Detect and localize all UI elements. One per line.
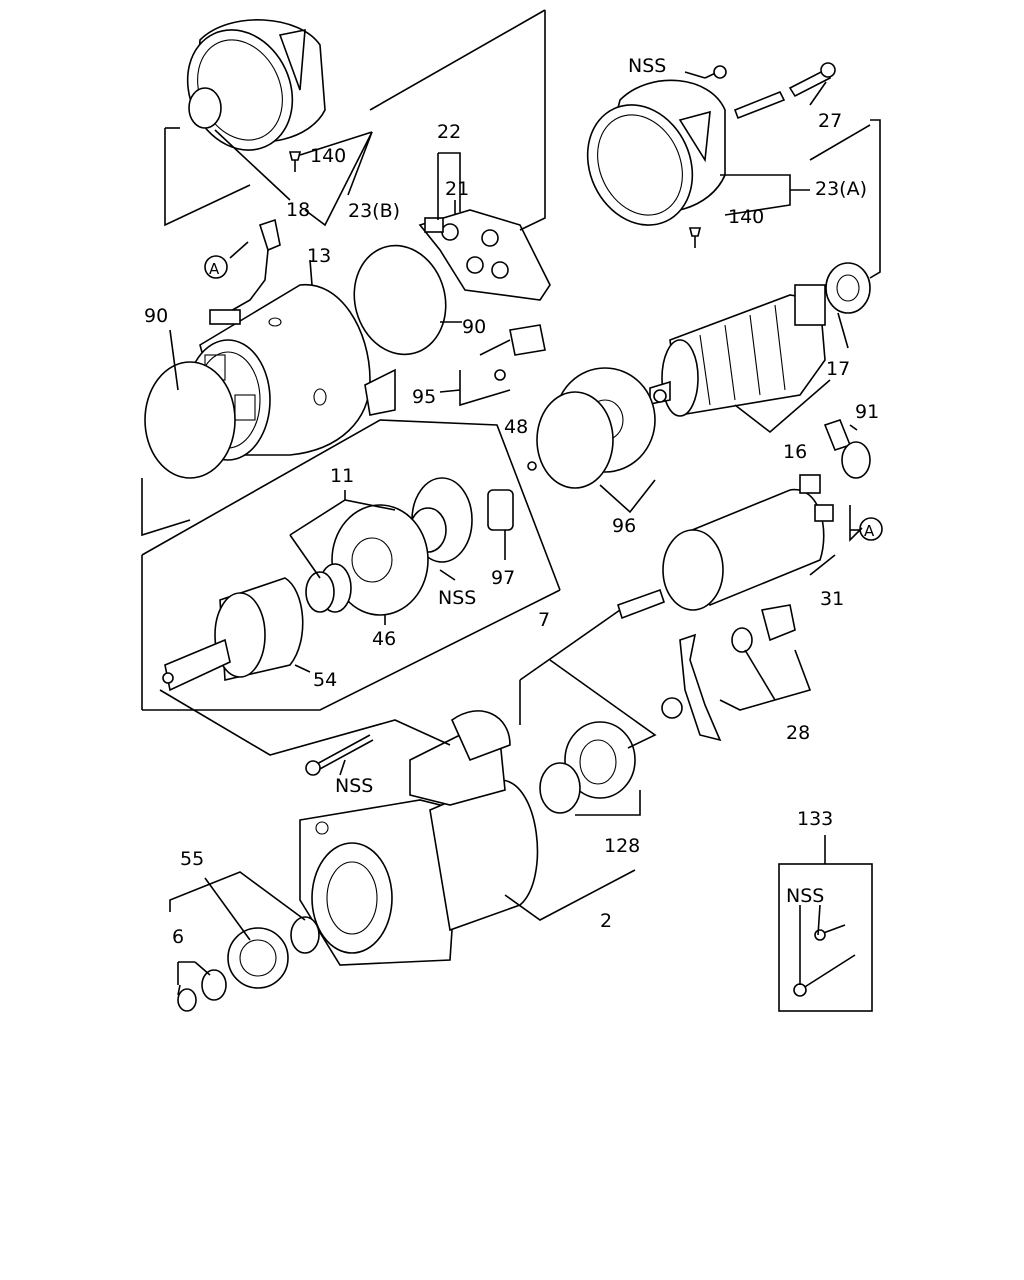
label-140-b: 140 [728,206,764,228]
bolt-nss [305,734,374,776]
label-31: 31 [820,588,844,610]
shaft-54 [162,577,304,692]
label-17: 17 [826,358,850,380]
through-bolt-27 [733,62,836,120]
label-27: 27 [818,110,842,132]
label-97: 97 [491,567,515,589]
label-46: 46 [372,628,396,650]
terminal-91 [823,419,871,479]
pinion-97 [487,489,514,531]
part-labels: NSS 27 22 140 21 18 23(B) 23(A) 140 13 A… [144,55,879,948]
armature [649,284,826,417]
ref-circle-a-right [859,517,883,541]
label-11: 11 [330,465,354,487]
snap-ring-6 [177,988,197,1012]
label-54: 54 [313,669,337,691]
shift-lever-28 [661,604,796,742]
pinion-55 [227,927,289,989]
ref-circle-a-top [204,255,228,279]
bearing-128-small [539,762,581,814]
label-48: 48 [504,416,528,438]
washer-11b [305,571,335,613]
collar-6 [201,969,227,1001]
label-16: 16 [783,441,807,463]
label-nss-bolt: NSS [335,775,373,797]
label-nss-top: NSS [628,55,666,77]
screw-140-b [688,227,702,248]
label-28: 28 [786,722,810,744]
label-18: 18 [286,199,310,221]
label-128: 128 [604,835,640,857]
label-140-a: 140 [310,145,346,167]
label-96: 96 [612,515,636,537]
bearing-17 [825,262,871,314]
o-ring-90-left [144,361,236,479]
front-cover-a [586,79,726,226]
label-21: 21 [445,178,469,200]
kit-box-133 [778,835,873,1012]
brush-95 [479,324,546,381]
screw-nss-top [704,65,727,79]
label-2: 2 [600,910,612,932]
label-6: 6 [172,926,184,948]
collar-55 [290,916,320,954]
clutch-46 [331,504,429,616]
solenoid [617,474,834,620]
ball-48 [527,461,537,471]
label-nss-mid: NSS [438,587,476,609]
label-55: 55 [180,848,204,870]
label-ref-a-top: A [209,260,220,278]
label-ref-a-right: A [864,522,875,540]
label-23b: 23(B) [348,200,400,222]
drive-housing [299,710,539,966]
label-95: 95 [412,386,436,408]
bearing-128-large [564,721,636,799]
screw-140-a [288,151,302,172]
leader-lines [141,9,881,996]
o-ring-90-right [353,244,447,356]
label-91: 91 [855,401,879,423]
label-133: 133 [797,808,833,830]
label-90-right: 90 [462,316,486,338]
brush-holder [418,209,551,301]
label-90-left: 90 [144,305,168,327]
seal-96-inner [536,391,614,489]
label-23a: 23(A) [815,178,867,200]
label-7: 7 [538,609,550,631]
label-nss-box: NSS [786,885,824,907]
rear-cover-b [186,19,326,151]
label-13: 13 [307,245,331,267]
label-22: 22 [437,121,461,143]
